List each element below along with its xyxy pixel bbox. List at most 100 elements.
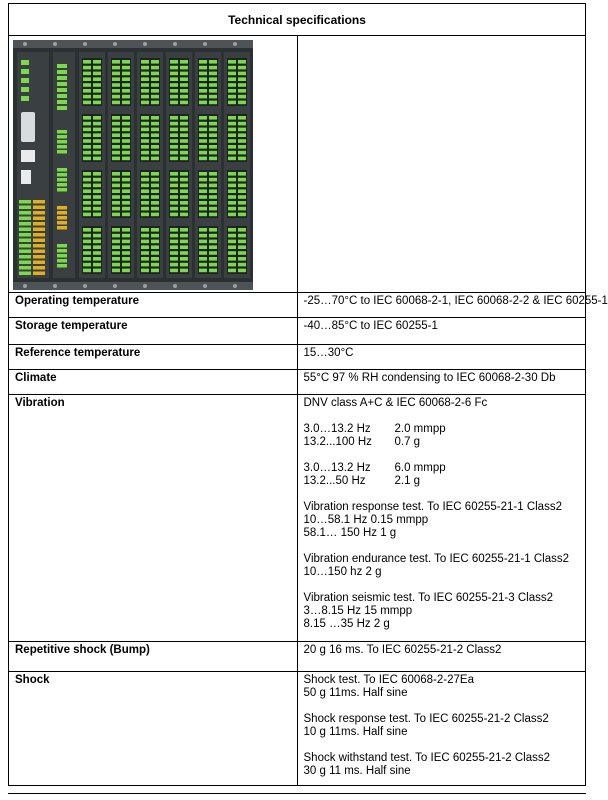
terminal	[141, 262, 149, 267]
terminal	[180, 239, 188, 244]
comm-terminal	[57, 216, 67, 220]
terminal	[93, 71, 101, 76]
terminal	[209, 245, 217, 249]
spec-paragraph: Vibration endurance test. To IEC 60255-2…	[304, 553, 586, 579]
terminal	[170, 133, 178, 137]
terminal	[180, 100, 188, 105]
comm-terminal	[57, 249, 67, 253]
terminal	[83, 228, 91, 232]
terminal	[199, 156, 207, 161]
terminal	[199, 233, 207, 238]
freq-amplitude: 2.1 g	[394, 475, 421, 487]
terminal	[151, 139, 159, 143]
terminal	[83, 77, 91, 81]
terminal	[141, 183, 149, 188]
terminal	[112, 60, 120, 64]
rack-screw	[113, 42, 117, 46]
terminal	[83, 206, 91, 211]
comm-terminal	[57, 70, 67, 74]
terminal	[170, 189, 178, 193]
comm-terminal	[57, 168, 67, 172]
terminal	[93, 94, 101, 99]
terminal	[93, 100, 101, 105]
terminal	[170, 94, 178, 99]
terminal	[170, 195, 178, 199]
terminal	[209, 89, 217, 93]
comm-terminal	[57, 106, 67, 110]
spec-line: Shock test. To IEC 60068-2-27Ea	[303, 674, 474, 686]
terminal	[170, 228, 178, 232]
cpu-terminal	[33, 249, 45, 253]
io-rack-icon	[13, 40, 253, 290]
cpu-terminal	[19, 238, 31, 242]
terminal	[209, 139, 217, 143]
terminal	[141, 77, 149, 81]
terminal	[170, 83, 178, 87]
terminal	[151, 121, 159, 126]
terminal	[83, 121, 91, 126]
product-image-cell	[8, 35, 298, 293]
terminal	[170, 183, 178, 188]
terminal	[151, 268, 159, 273]
terminal	[209, 172, 217, 176]
terminal	[93, 212, 101, 217]
comm-terminal	[57, 254, 67, 258]
comm-terminal	[57, 206, 67, 210]
terminal	[151, 262, 159, 267]
terminal	[170, 268, 178, 273]
terminal	[83, 71, 91, 76]
terminal	[112, 239, 120, 244]
terminal	[199, 228, 207, 232]
rack-screw	[53, 42, 57, 46]
spec-line: 20 g 16 ms. To IEC 60255-21-2 Class2	[303, 644, 502, 656]
terminal	[170, 245, 178, 249]
terminal	[238, 245, 246, 249]
terminal	[228, 268, 236, 273]
terminal	[141, 228, 149, 232]
terminal	[180, 228, 188, 232]
terminal-block	[140, 170, 160, 218]
terminal	[180, 60, 188, 64]
terminal	[112, 251, 120, 255]
spec-label: Climate	[8, 369, 298, 395]
terminal	[228, 94, 236, 99]
terminal	[112, 139, 120, 143]
rack-top-rail	[13, 40, 253, 48]
terminal	[209, 145, 217, 149]
terminal	[228, 150, 236, 155]
terminal	[238, 71, 246, 76]
terminal	[151, 127, 159, 132]
terminal	[228, 183, 236, 188]
terminal	[122, 177, 130, 182]
spec-paragraph: Vibration response test. To IEC 60255-21…	[304, 501, 586, 540]
terminal	[180, 139, 188, 143]
terminal	[93, 239, 101, 244]
cpu-terminal	[33, 266, 45, 270]
terminal	[238, 189, 246, 193]
terminal	[151, 245, 159, 249]
comm-terminal	[57, 178, 67, 182]
terminal	[228, 133, 236, 137]
terminal	[180, 212, 188, 217]
freq-range: 3.0…13.2 Hz	[303, 423, 371, 435]
terminal	[83, 251, 91, 255]
terminal	[112, 183, 120, 188]
terminal	[238, 145, 246, 149]
terminal	[209, 262, 217, 267]
terminal	[122, 251, 130, 255]
terminal	[112, 245, 120, 249]
terminal	[151, 150, 159, 155]
terminal	[112, 206, 120, 211]
terminal	[141, 257, 149, 261]
terminal	[238, 201, 246, 205]
terminal	[170, 172, 178, 176]
terminal	[180, 189, 188, 193]
terminal	[93, 150, 101, 155]
comm-terminal	[57, 140, 67, 144]
terminal	[141, 212, 149, 217]
terminal	[122, 83, 130, 87]
terminal	[199, 212, 207, 217]
